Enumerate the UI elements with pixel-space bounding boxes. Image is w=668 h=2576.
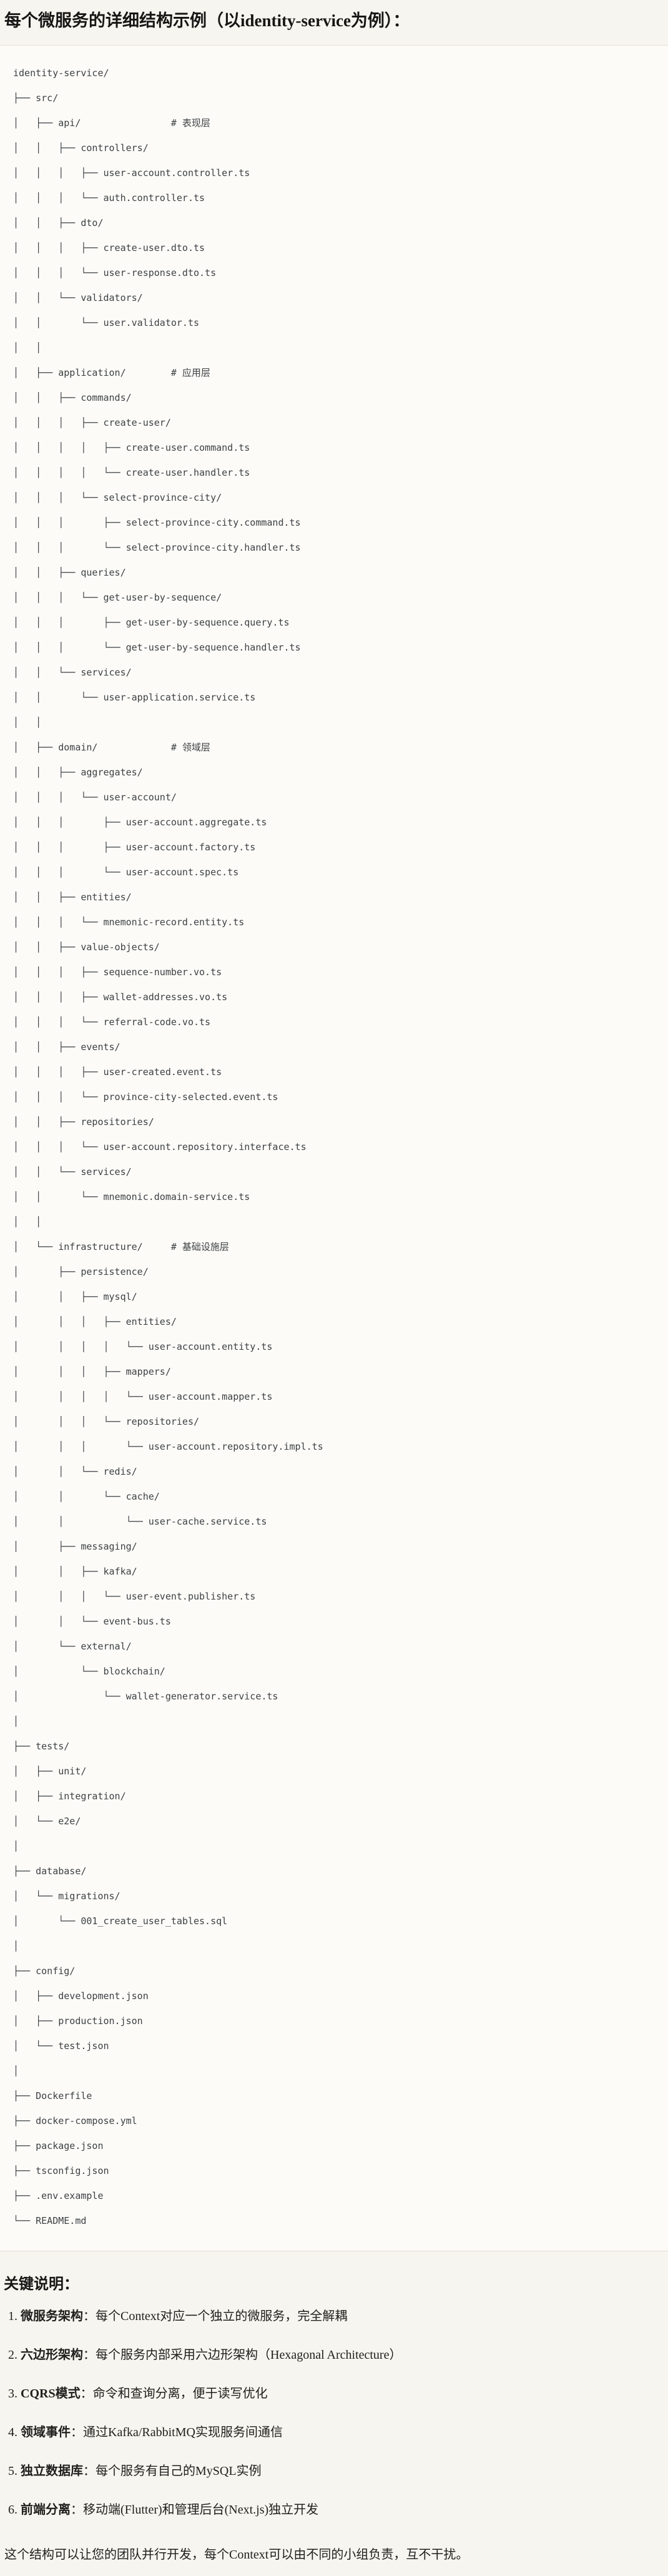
- note-label: CQRS模式: [21, 2387, 81, 2401]
- note-item: 3. CQRS模式：命令和查询分离，便于读写优化: [4, 2386, 661, 2402]
- note-text: ：移动端(Flutter)和管理后台(Next.js)独立开发: [71, 2503, 319, 2517]
- note-item: 1. 微服务架构：每个Context对应一个独立的微服务，完全解耦: [4, 2308, 661, 2325]
- closing-paragraph: 这个结构可以让您的团队并行开发，每个Context可以由不同的小组负责，互不干扰…: [4, 2548, 469, 2562]
- note-item: 5. 独立数据库：每个服务有自己的MySQL实例: [4, 2463, 661, 2480]
- note-label: 独立数据库: [21, 2464, 83, 2478]
- page-title: 每个微服务的详细结构示例（以identity-service为例）：: [4, 11, 410, 30]
- note-number: 1.: [8, 2309, 21, 2323]
- note-text: ：每个服务内部采用六边形架构（Hexagonal Architecture）: [83, 2348, 402, 2362]
- note-number: 5.: [8, 2464, 21, 2478]
- note-item: 4. 领域事件：通过Kafka/RabbitMQ实现服务间通信: [4, 2424, 661, 2441]
- notes-section: 关键说明： 1. 微服务架构：每个Context对应一个独立的微服务，完全解耦 …: [0, 2271, 668, 2564]
- note-number: 6.: [8, 2503, 21, 2517]
- note-label: 微服务架构: [21, 2309, 83, 2323]
- note-text: ：每个服务有自己的MySQL实例: [83, 2464, 262, 2478]
- note-label: 领域事件: [21, 2426, 71, 2439]
- note-text: ：每个Context对应一个独立的微服务，完全解耦: [83, 2309, 348, 2323]
- file-tree: identity-service/ ├── src/ │ ├── api/ # …: [13, 67, 323, 2226]
- note-text: ：命令和查询分离，便于读写优化: [80, 2387, 268, 2401]
- note-number: 2.: [8, 2348, 21, 2362]
- notes-list: 1. 微服务架构：每个Context对应一个独立的微服务，完全解耦 2. 六边形…: [4, 2308, 661, 2519]
- note-label: 六边形架构: [21, 2348, 83, 2362]
- note-item: 2. 六边形架构：每个服务内部采用六边形架构（Hexagonal Archite…: [4, 2347, 661, 2364]
- note-number: 3.: [8, 2387, 21, 2401]
- code-block: identity-service/ ├── src/ │ ├── api/ # …: [0, 45, 668, 2251]
- note-number: 4.: [8, 2426, 21, 2439]
- note-label: 前端分离: [21, 2503, 71, 2517]
- note-text: ：通过Kafka/RabbitMQ实现服务间通信: [71, 2426, 283, 2439]
- notes-heading: 关键说明：: [4, 2276, 79, 2293]
- note-item: 6. 前端分离：移动端(Flutter)和管理后台(Next.js)独立开发: [4, 2502, 661, 2519]
